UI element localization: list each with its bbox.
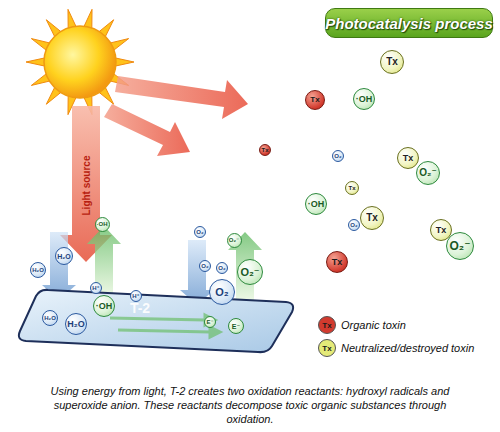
molecule-label: Tx xyxy=(332,258,343,267)
molecule-label: Tx xyxy=(386,57,398,67)
catalyst-plate xyxy=(19,290,293,352)
toxin-circle: Tx xyxy=(305,90,325,110)
molecule-label: O₂⁻ xyxy=(450,240,471,252)
molecule-circle: H₂O xyxy=(55,247,73,265)
neutralized-toxin-circle: Tx xyxy=(397,147,419,169)
molecule-label: Tx xyxy=(403,154,414,163)
sun-rays xyxy=(26,9,134,114)
molecule-circle: O₂ xyxy=(348,219,360,231)
molecule-circle: ·OH xyxy=(353,88,375,110)
molecule-circle: ·OH xyxy=(95,217,110,232)
toxin-circle: Tx xyxy=(326,251,348,273)
title-banner: Photocatalysis process xyxy=(325,8,493,38)
light-source-label: Light source xyxy=(80,155,91,215)
molecule-label: H₂O xyxy=(44,315,56,321)
molecule-label: O₂ xyxy=(201,263,208,269)
molecule-circle: O₂⁻ xyxy=(416,161,440,185)
molecule-circle: H₂O xyxy=(65,313,87,335)
legend-symbol: Tx xyxy=(322,321,331,330)
molecule-label: H₂O xyxy=(32,267,44,273)
molecule-label: E⁻ xyxy=(206,319,213,325)
molecule-label: ·OH xyxy=(356,95,373,104)
molecule-label: Tx xyxy=(310,96,319,104)
title: Photocatalysis process xyxy=(325,15,493,32)
molecule-circle: O₂ xyxy=(199,260,211,272)
neutralized-toxin-circle: Tx xyxy=(380,50,404,74)
molecule-label: Tx xyxy=(348,185,355,191)
molecule-label: O₂ xyxy=(196,229,203,235)
hydroxyl-arrow xyxy=(87,226,121,296)
charge-arrows xyxy=(110,315,220,337)
molecule-label: H⁺ xyxy=(132,293,140,299)
molecule-label: O₂ xyxy=(218,265,225,271)
molecule-label: Tx xyxy=(436,226,447,235)
molecule-label: ·OH xyxy=(96,302,113,311)
molecule-circle: H₂O xyxy=(42,310,58,326)
molecule-label: E⁻ xyxy=(232,323,240,330)
caption: Using energy from light, T-2 creates two… xyxy=(30,384,470,426)
molecule-label: Tx xyxy=(261,147,268,153)
molecule-circle: O₂ xyxy=(194,226,206,238)
molecule-label: ·OH xyxy=(308,200,325,209)
legend-label: Neutralized/destroyed toxin xyxy=(341,342,474,354)
molecule-label: H₂O xyxy=(57,253,71,260)
molecule-circle: O₂⁻ xyxy=(227,233,242,248)
sun xyxy=(44,26,116,98)
molecule-circle: E⁻ xyxy=(204,316,216,328)
molecule-circle: ·OH xyxy=(93,295,115,317)
legend-symbol: Tx xyxy=(322,344,331,353)
molecule-label: O₂ xyxy=(215,287,228,298)
light-arrow xyxy=(104,104,190,156)
toxin-circle: Tx xyxy=(259,144,271,156)
molecule-circle: H⁺ xyxy=(90,282,102,294)
molecule-label: O₂⁻ xyxy=(419,168,437,178)
neutralized-toxin-circle: Tx xyxy=(345,181,359,195)
neutralized-toxin-circle: Tx xyxy=(360,206,384,230)
molecule-label: O₂⁻ xyxy=(240,267,259,278)
catalyst-label: T-2 xyxy=(130,300,150,316)
light-arrow xyxy=(115,76,248,119)
molecule-label: H₂O xyxy=(67,320,85,329)
molecule-label: O₂ xyxy=(350,222,357,228)
molecule-label: Tx xyxy=(366,213,378,223)
molecule-circle: ·OH xyxy=(305,193,327,215)
molecule-label: ·OH xyxy=(97,221,108,227)
molecule-label: O₂ xyxy=(334,153,341,159)
molecule-circle: O₂⁻ xyxy=(237,259,263,285)
molecule-circle: O₂ xyxy=(216,262,228,274)
molecule-circle: H₂O xyxy=(30,262,46,278)
molecule-circle: O₂⁻ xyxy=(446,232,474,260)
molecule-label: H⁺ xyxy=(92,285,100,291)
molecule-circle: E⁻ xyxy=(228,318,244,334)
molecule-circle: O₂ xyxy=(332,150,344,162)
molecule-circle: O₂ xyxy=(209,279,235,305)
molecule-label: O₂⁻ xyxy=(229,237,240,243)
legend-label: Organic toxin xyxy=(341,319,406,331)
